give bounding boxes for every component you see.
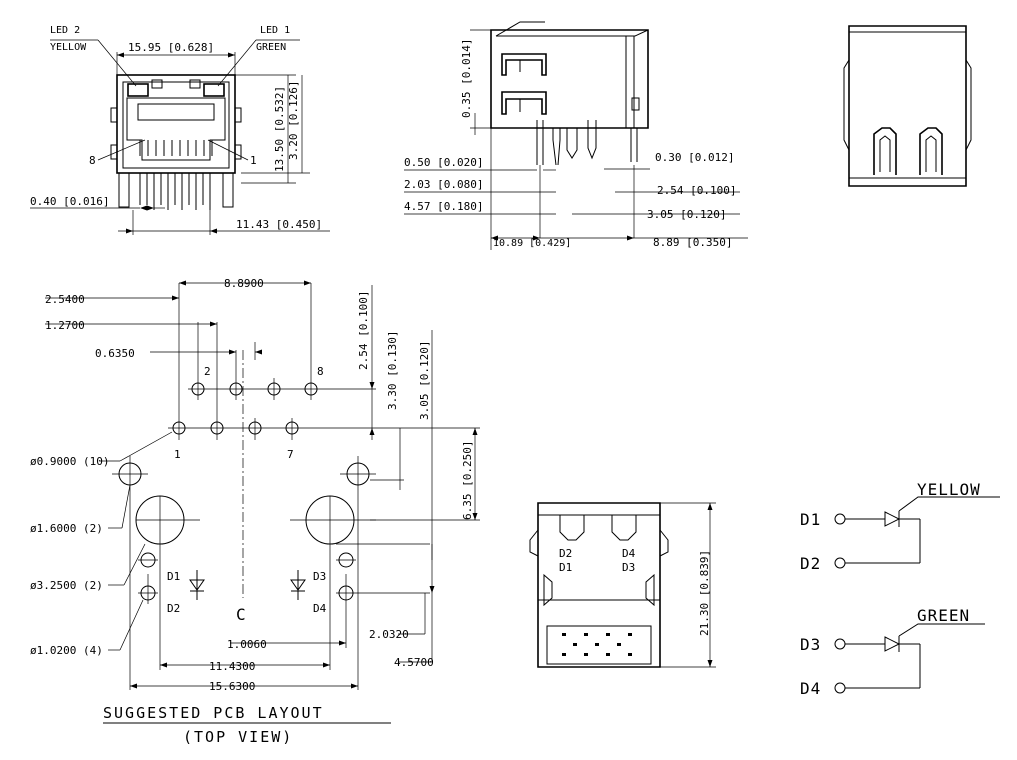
pcb-pin-8-label: 8 xyxy=(317,365,324,378)
front-pin-width-dim: 0.40 [0.016] xyxy=(30,195,109,208)
top-housing xyxy=(848,25,967,187)
yellow-label: YELLOW xyxy=(917,480,981,499)
front-height-dim-b: 3.20 [0.126] xyxy=(287,81,300,160)
front-contacts xyxy=(139,140,213,156)
front-width-dim: 15.95 [0.628] xyxy=(128,41,214,54)
green-led-diode xyxy=(884,636,901,652)
front-leads xyxy=(118,172,234,210)
jack-opening xyxy=(126,97,226,161)
front-view: LED 2 YELLOW LED 1 GREEN 15.95 [0.628] 1… xyxy=(30,25,330,235)
terminal-d2 xyxy=(834,557,846,569)
rear-pin-dots xyxy=(562,633,632,656)
rear-d2-label: D2 xyxy=(559,547,572,560)
hole-1-02-callout: ø1.0200 (4) xyxy=(30,644,103,657)
schematic-d2-label: D2 xyxy=(800,554,821,573)
terminal-d3 xyxy=(834,638,846,650)
side-latch-bottom xyxy=(501,91,547,115)
front-housing xyxy=(116,74,236,174)
top-view xyxy=(843,25,972,187)
rear-connector xyxy=(546,625,652,665)
led1-window xyxy=(203,83,225,97)
side-dim-10-89: 10.89 [0.429] xyxy=(493,238,571,249)
side-dim-4-57: 4.57 [0.180] xyxy=(404,200,483,213)
side-dim-8-89: 8.89 [0.350] xyxy=(653,236,732,249)
pcb-vdim-3-30: 3.30 [0.130] xyxy=(386,331,399,410)
pcb-layout: 2.5400 8.8900 1.2700 0.6350 2.54 [0.100]… xyxy=(30,277,480,746)
side-view: 0.35 [0.014] 0.50 [0.020] 2.03 [0.080] 4… xyxy=(404,21,748,250)
front-pin-8-label: 8 xyxy=(89,154,96,167)
side-dim-0-30: 0.30 [0.012] xyxy=(655,151,734,164)
front-pitch-total-dim: 11.43 [0.450] xyxy=(236,218,322,231)
pcb-dim-8-89: 8.8900 xyxy=(224,277,264,290)
yellow-led-diode xyxy=(884,511,901,527)
terminal-d1 xyxy=(834,513,846,525)
front-height-dim-a: 13.50 [0.532] xyxy=(273,86,286,172)
hole-1-60-callout: ø1.6000 (2) xyxy=(30,522,103,535)
pcb-vdim-3-05: 3.05 [0.120] xyxy=(418,341,431,420)
pcb-vdim-6-35: 6.35 [0.250] xyxy=(461,441,474,520)
rear-d4-label: D4 xyxy=(622,547,636,560)
pcb-layout-title: SUGGESTED PCB LAYOUT xyxy=(103,704,324,722)
pcb-dim-4-57: 4.5700 xyxy=(394,656,434,669)
led1-color: GREEN xyxy=(256,42,286,53)
pcb-dim-2-032: 2.0320 xyxy=(369,628,409,641)
side-dim-2-54: 2.54 [0.100] xyxy=(657,184,736,197)
green-label: GREEN xyxy=(917,606,970,625)
pcb-dim-11-43: 11.4300 xyxy=(209,660,255,673)
pcb-pin-2-label: 2 xyxy=(204,365,211,378)
pcb-diode-right xyxy=(290,570,306,600)
rear-view: D2 D1 D4 D3 21.30 [0.839] xyxy=(529,502,716,668)
rear-height-dim: 21.30 [0.839] xyxy=(698,550,711,636)
pcb-dim-15-63: 15.6300 xyxy=(209,680,255,693)
side-dim-0-35: 0.35 [0.014] xyxy=(460,39,473,118)
side-latch-top xyxy=(501,53,547,76)
pcb-d3-label: D3 xyxy=(313,570,326,583)
side-dim-3-05: 3.05 [0.120] xyxy=(647,208,726,221)
rear-d1-label: D1 xyxy=(559,561,572,574)
schematic-d1-label: D1 xyxy=(800,510,821,529)
schematic-d3-label: D3 xyxy=(800,635,821,654)
pcb-centerline-label: C xyxy=(236,605,247,624)
side-dim-2-03: 2.03 [0.080] xyxy=(404,178,483,191)
pcb-d4-label: D4 xyxy=(313,602,327,615)
led-schematic: YELLOW GREEN D1 D2 D3 D4 xyxy=(800,480,1000,698)
pcb-diode-left xyxy=(189,570,205,600)
terminal-d4 xyxy=(834,682,846,694)
rear-housing xyxy=(537,502,661,668)
hole-3-25-callout: ø3.2500 (2) xyxy=(30,579,103,592)
pcb-dim-0-635: 0.6350 xyxy=(95,347,135,360)
top-latch-left xyxy=(873,127,897,175)
pcb-pin-1-label: 1 xyxy=(174,448,181,461)
pcb-layout-subtitle: (TOP VIEW) xyxy=(183,728,293,746)
schematic-d4-label: D4 xyxy=(800,679,821,698)
led2-label: LED 2 xyxy=(50,25,80,36)
pcb-dim-1-27: 1.2700 xyxy=(45,319,85,332)
led2-window xyxy=(127,83,149,97)
side-housing xyxy=(490,29,649,129)
pcb-pin-7-label: 7 xyxy=(287,448,294,461)
led2-color: YELLOW xyxy=(50,42,87,53)
front-pin-1-label: 1 xyxy=(250,154,257,167)
pcb-dim-2-54: 2.5400 xyxy=(45,293,85,306)
pcb-vdim-2-54: 2.54 [0.100] xyxy=(357,291,370,370)
led1-label: LED 1 xyxy=(260,25,290,36)
top-latch-right xyxy=(919,127,943,175)
rear-d3-label: D3 xyxy=(622,561,635,574)
pcb-d1-label: D1 xyxy=(167,570,180,583)
hole-0-90-callout: ø0.9000 (10) xyxy=(30,455,109,468)
side-dim-0-50: 0.50 [0.020] xyxy=(404,156,483,169)
pcb-d2-label: D2 xyxy=(167,602,180,615)
pcb-dim-1-006: 1.0060 xyxy=(227,638,267,651)
